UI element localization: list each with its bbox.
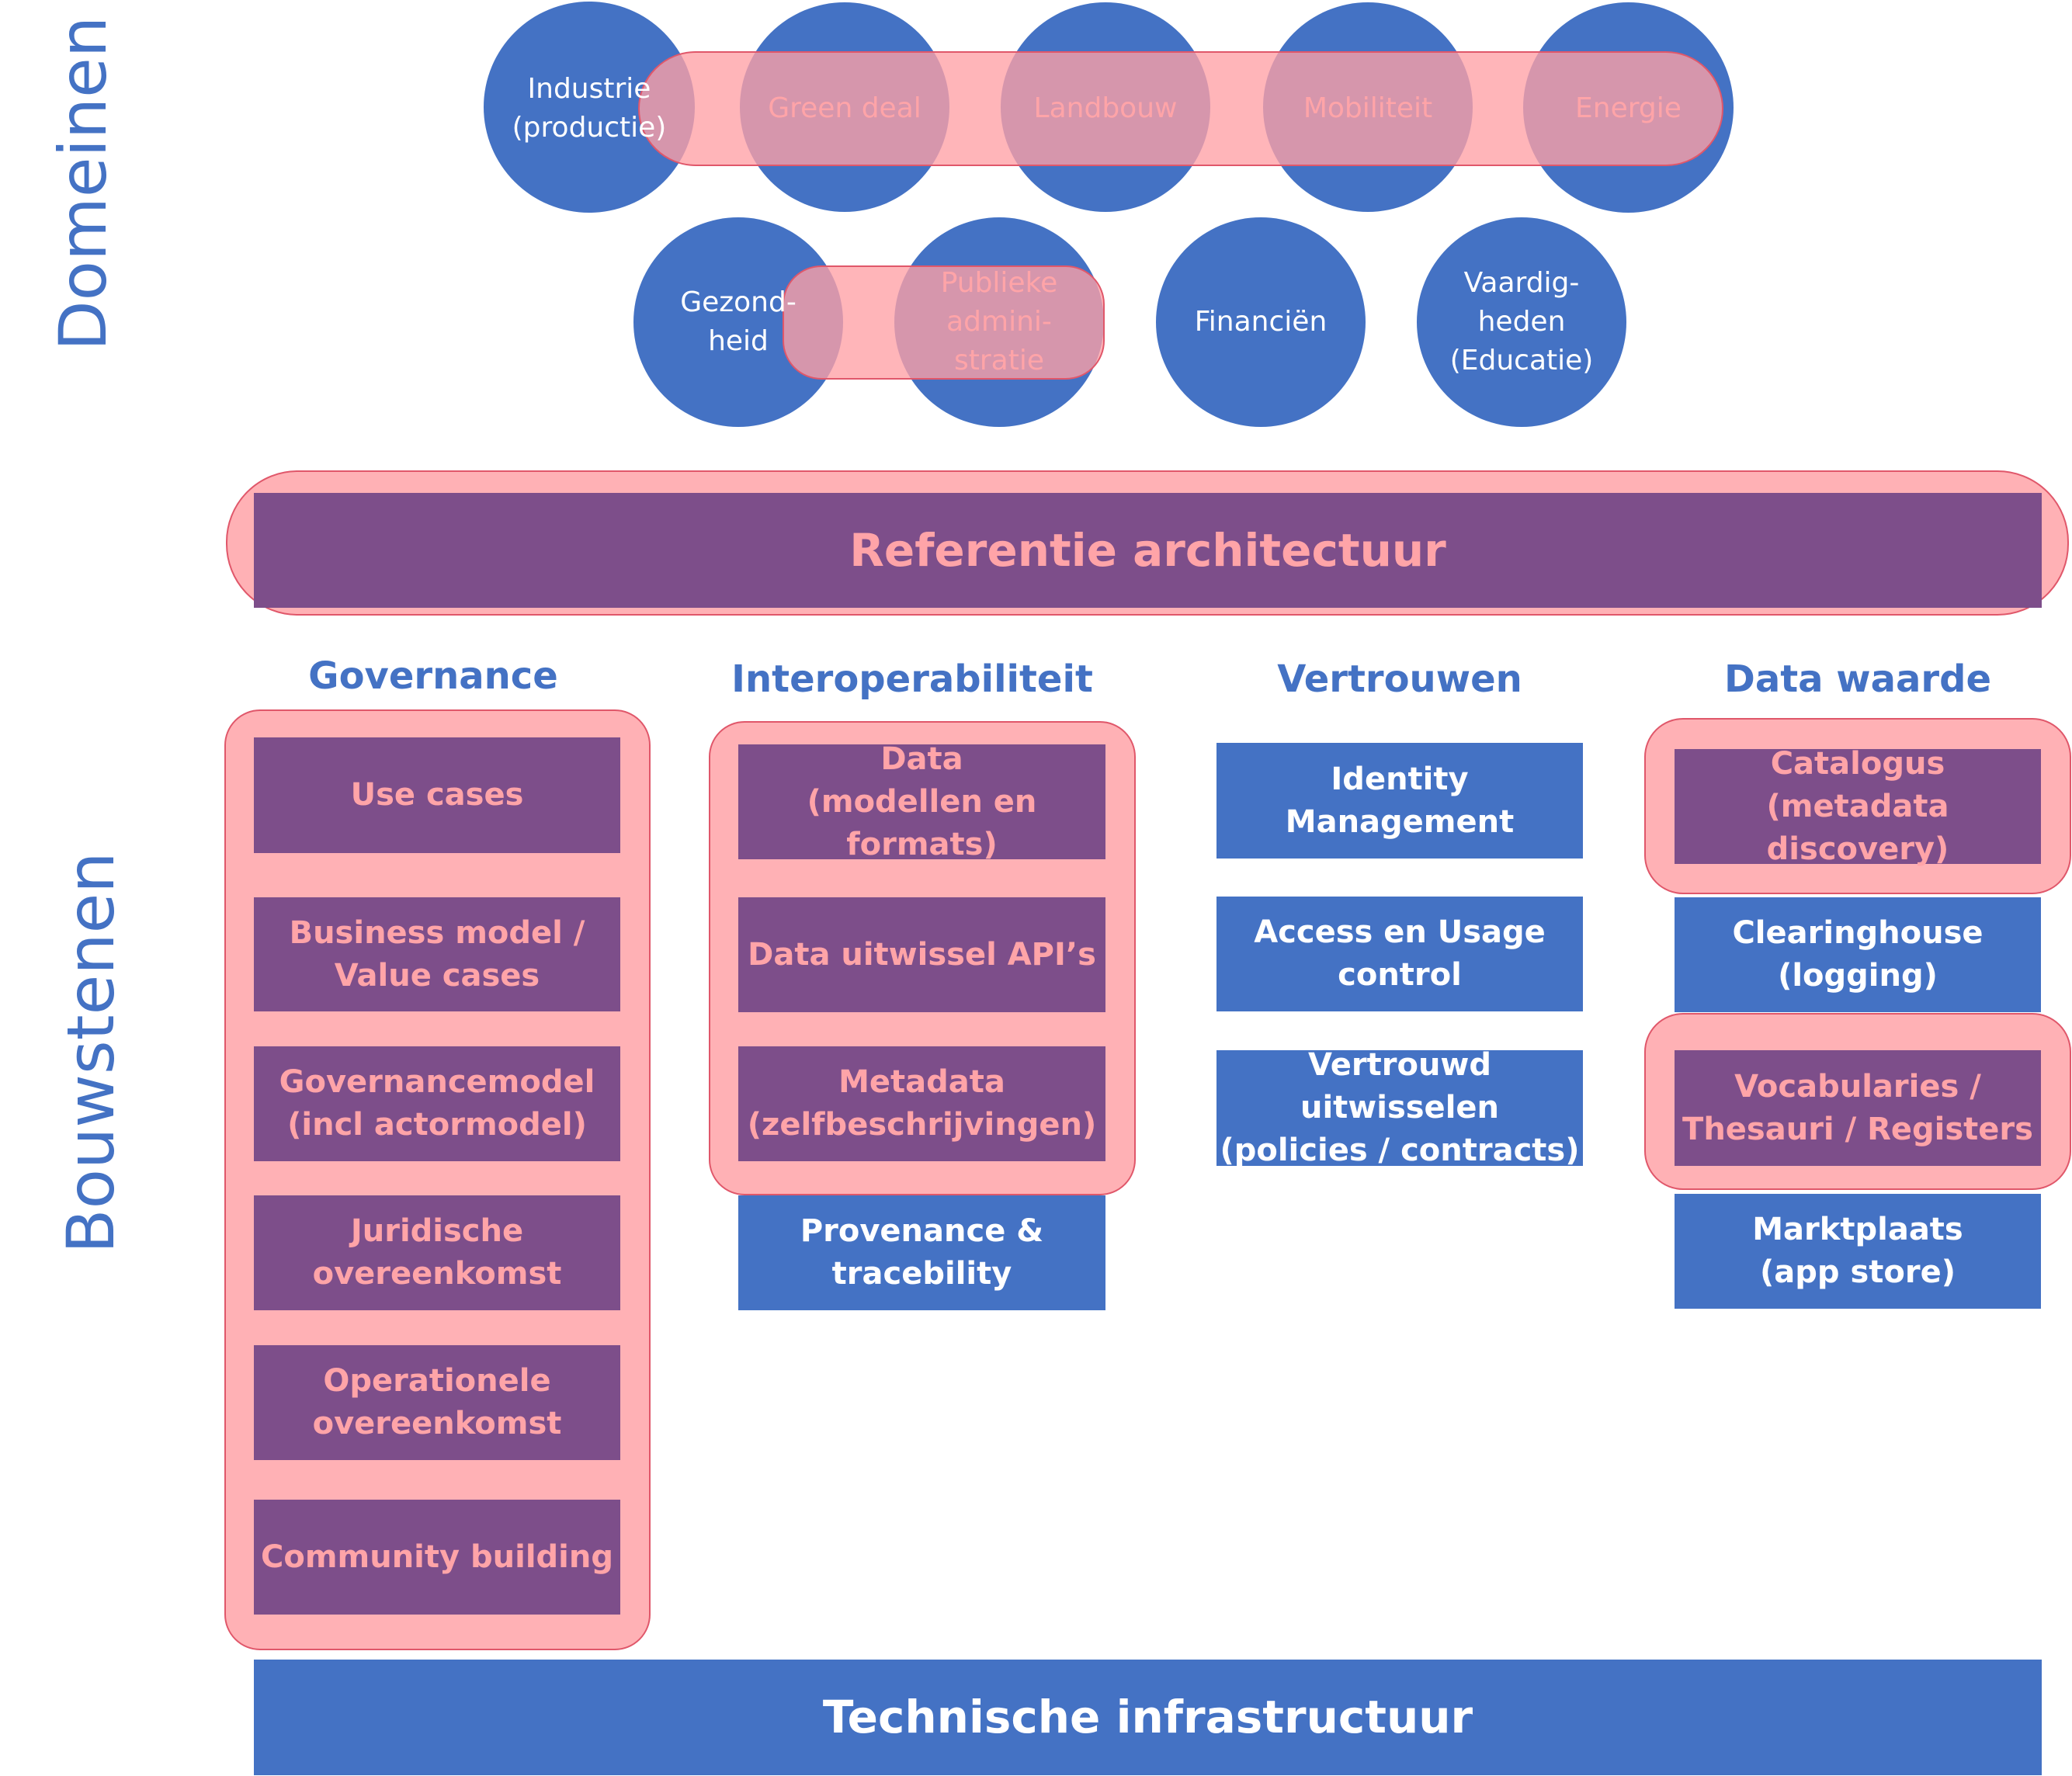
interop-item-data-modellen: Data (modellen en formats) xyxy=(738,741,1105,862)
domain-label-publieke-administratie: Publieke admini- stratie xyxy=(940,267,1058,376)
vertrouwen-item-vertrouwd-uitwisselen: Vertrouwd uitwisselen (policies / contra… xyxy=(1216,1047,1583,1168)
interop-item-metadata: Metadata (zelfbeschrijvingen) xyxy=(738,1046,1105,1161)
governance-item-business-model: Business model / Value cases xyxy=(254,897,620,1011)
domain-label-industrie: Industrie (productie) xyxy=(512,73,667,144)
governance-item-governancemodel: Governancemodel (incl actormodel) xyxy=(254,1046,620,1161)
data-waarde-item-vocabularies: Vocabularies / Thesauri / Registers xyxy=(1675,1050,2041,1166)
governance-item-community-building: Community building xyxy=(254,1500,620,1615)
column-title-governance: Governance xyxy=(308,654,558,698)
domain-label-mobiliteit: Mobiliteit xyxy=(1303,92,1433,124)
domain-highlight-band-bottom xyxy=(783,265,1105,380)
interop-item-data-uitwissel-apis: Data uitwissel API’s xyxy=(738,897,1105,1012)
vertrouwen-item-access-usage-control: Access en Usage control xyxy=(1216,897,1583,1011)
data-waarde-item-marktplaats: Marktplaats (app store) xyxy=(1675,1194,2041,1309)
data-waarde-item-catalogus: Catalogus (metadata discovery) xyxy=(1675,746,2041,867)
domain-label-gezondheid: Gezond- heid xyxy=(680,286,797,357)
governance-group-frame xyxy=(224,709,651,1650)
vertrouwen-item-identity-management: Identity Management xyxy=(1216,743,1583,859)
governance-item-juridische-overeenkomst: Juridische overeenkomst xyxy=(254,1195,620,1310)
domain-label-green-deal: Green deal xyxy=(768,92,921,124)
domain-label-landbouw: Landbouw xyxy=(1033,92,1178,124)
domain-label-vaardigheden: Vaardig- heden (Educatie) xyxy=(1449,267,1594,376)
domain-label-energie: Energie xyxy=(1575,92,1682,124)
building-blocks-section-label: Bouwstenen xyxy=(53,852,129,1254)
domain-circle-vaardigheden xyxy=(1417,217,1626,427)
column-title-data-waarde: Data waarde xyxy=(1724,657,1991,701)
domain-circle-financien xyxy=(1156,217,1366,427)
column-title-interoperabiliteit: Interoperabiliteit xyxy=(731,657,1093,701)
governance-item-operationele-overeenkomst: Operationele overeenkomst xyxy=(254,1345,620,1460)
domains-section-label: Domeinen xyxy=(45,16,121,351)
technical-infrastructure-bar: Technische infrastructuur xyxy=(254,1660,2042,1775)
column-title-vertrouwen: Vertrouwen xyxy=(1277,657,1522,701)
reference-architecture-bar: Referentie architectuur xyxy=(254,493,2042,608)
interop-item-provenance: Provenance & tracebility xyxy=(738,1195,1105,1310)
domain-highlight-band-top xyxy=(638,51,1723,166)
data-waarde-item-clearinghouse: Clearinghouse (logging) xyxy=(1675,897,2041,1012)
domain-label-financien: Financiën xyxy=(1194,306,1328,338)
governance-item-use-cases: Use cases xyxy=(254,737,620,853)
